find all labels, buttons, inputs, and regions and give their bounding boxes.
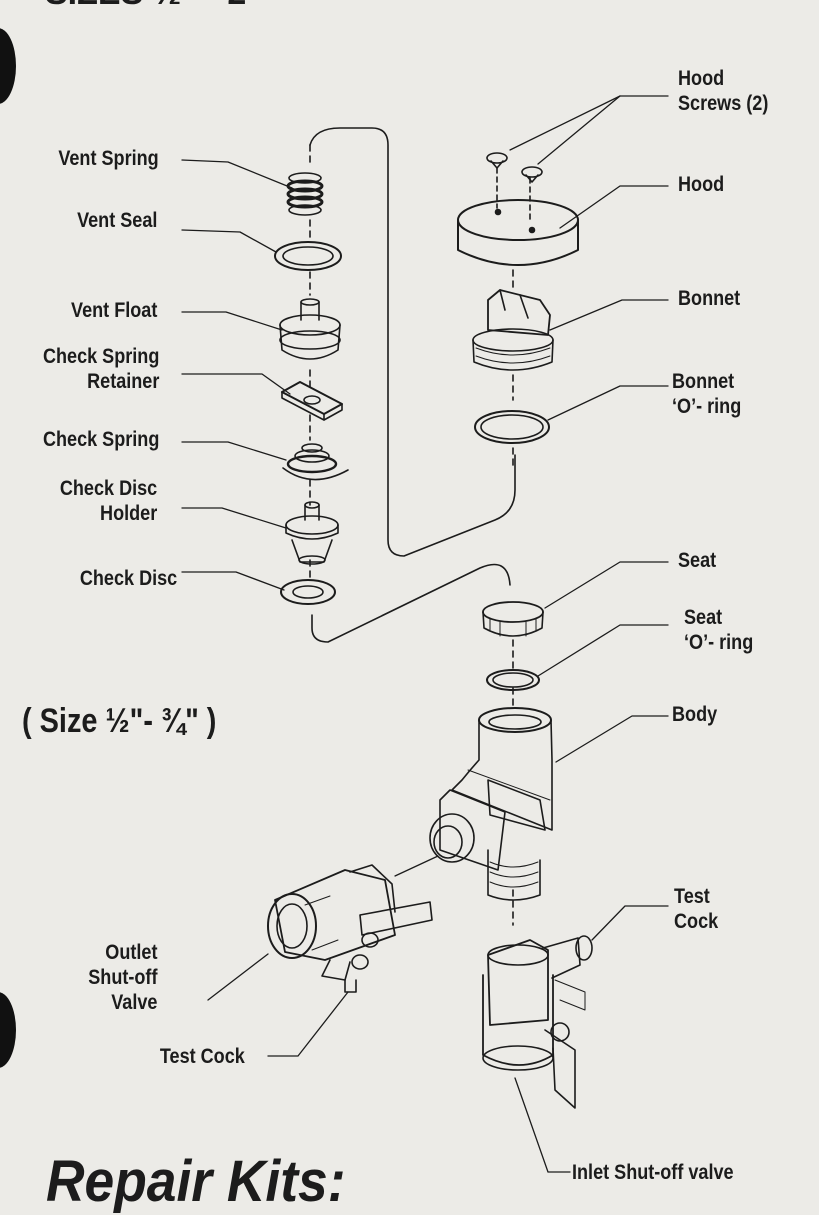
outlet-shutoff-valve-part — [267, 864, 433, 993]
repair-kits-heading: Repair Kits: — [46, 1149, 346, 1214]
label-vent-seal: Vent Seal — [76, 209, 157, 232]
label-check-spring: Check Spring — [42, 428, 159, 451]
bonnet-part — [472, 289, 554, 371]
page-top-cut-text: SIZES ½" - 2" — [45, 0, 262, 13]
label-hood: Hood — [678, 173, 725, 196]
label-seat-o-ring: Seat‘O’- ring — [684, 606, 754, 654]
body-part — [429, 707, 553, 901]
assembly-connector-path-lower — [311, 563, 511, 643]
assembly-connector-path — [309, 127, 516, 557]
check-spring-retainer-part — [281, 381, 343, 421]
size-label: ( Size ½"- ¾" ) — [22, 702, 217, 740]
binder-hole-bottom — [0, 992, 16, 1068]
label-body: Body — [672, 703, 718, 726]
label-test-cock-left: Test Cock — [160, 1045, 245, 1068]
label-seat: Seat — [678, 549, 717, 572]
label-bonnet: Bonnet — [678, 287, 741, 310]
check-disc-holder-part — [285, 501, 339, 565]
inlet-shutoff-valve-part — [482, 935, 593, 1109]
label-bonnet-o-ring: Bonnet‘O’- ring — [672, 370, 742, 418]
label-inlet-shutoff-valve: Inlet Shut-off valve — [572, 1161, 734, 1184]
check-spring-part — [282, 443, 349, 481]
hood-part — [457, 199, 579, 266]
bonnet-o-ring-part — [474, 410, 550, 444]
check-disc-part — [280, 579, 336, 605]
label-vent-float: Vent Float — [70, 299, 157, 322]
vent-float-part — [279, 298, 341, 360]
seat-part — [482, 601, 544, 637]
label-vent-spring: Vent Spring — [58, 147, 159, 170]
leader-lines — [181, 95, 669, 1173]
hood-screws-part — [486, 152, 543, 183]
seat-o-ring-part — [486, 669, 540, 691]
vent-seal-part — [274, 241, 342, 271]
vent-spring-part — [286, 172, 324, 216]
label-check-disc: Check Disc — [79, 567, 177, 590]
binder-hole-top — [0, 28, 16, 104]
